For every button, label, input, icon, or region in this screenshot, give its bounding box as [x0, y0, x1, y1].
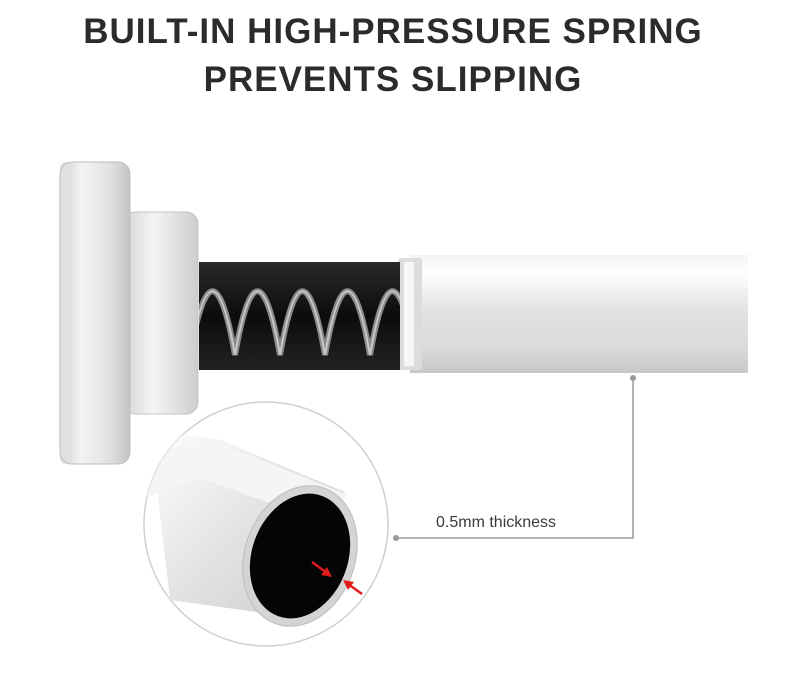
heading-line-1: BUILT-IN HIGH-PRESSURE SPRING — [83, 12, 703, 51]
thickness-callout-label: 0.5mm thickness — [436, 514, 557, 531]
callout-dot-left — [393, 535, 399, 541]
callout-dot-top — [630, 375, 636, 381]
heading-line-2: PREVENTS SLIPPING — [203, 60, 583, 99]
callout-connector — [396, 378, 634, 539]
thickness-arrows-icon — [311, 560, 363, 596]
end-cap-hub — [123, 211, 199, 415]
end-cap-disk — [59, 161, 131, 465]
spring-section — [199, 262, 400, 370]
tube-cross-section-zoom — [143, 401, 389, 647]
rod-tube — [398, 255, 748, 373]
